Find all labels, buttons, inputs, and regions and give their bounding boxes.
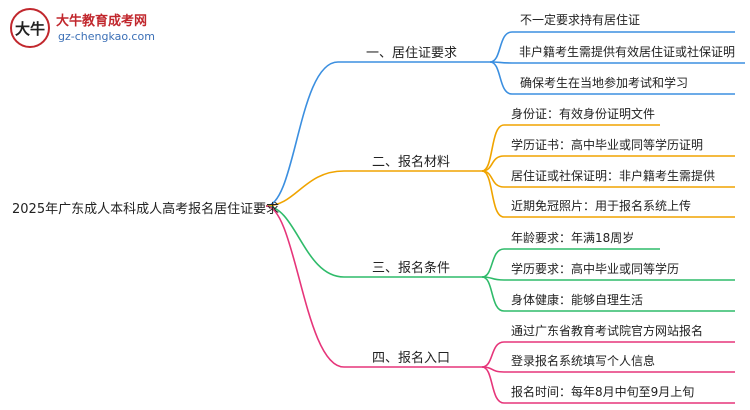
branch-4-leaf-3-connector [481, 366, 735, 404]
branch-4-label: 四、报名入口 [372, 351, 451, 366]
branch-2-label: 二、报名材料 [372, 155, 451, 170]
branch-2-leaf-1-connector [481, 124, 660, 172]
leaf-4-1: 通过广东省教育考试院官方网站报名 [511, 324, 704, 338]
leaf-2-4: 近期免冠照片：用于报名系统上传 [511, 199, 692, 213]
branch-3-label: 三、报名条件 [372, 261, 451, 276]
brand-name: 大牛教育成考网 [56, 14, 148, 29]
branch-2-leaf-2-connector [481, 155, 735, 172]
branch-1-leaf-2-connector [489, 61, 745, 64]
branch-1-label: 一、居住证要求 [366, 46, 458, 61]
leaf-3-1: 年龄要求：年满18周岁 [511, 231, 635, 245]
root-to-branch-1-connector [265, 61, 490, 207]
logo-icon: 大牛 [10, 8, 50, 48]
watermark-logo: 大牛 大牛教育成考网 gz-chengkao.com [8, 6, 178, 52]
root-to-branch-4-connector [265, 205, 482, 368]
brand-url: gz-chengkao.com [58, 30, 155, 43]
branch-1-leaf-3-connector [489, 61, 735, 95]
leaf-1-3: 确保考生在当地参加考试和学习 [520, 76, 689, 90]
root-topic: 2025年广东成人本科成人高考报名居住证要求 [12, 202, 280, 217]
branch-1-leaf-1-connector [489, 31, 735, 63]
leaf-2-3: 居住证或社保证明：非户籍考生需提供 [511, 169, 716, 183]
root-to-branch-2-connector [265, 170, 482, 207]
leaf-3-2: 学历要求：高中毕业或同等学历 [511, 262, 680, 276]
leaf-1-2: 非户籍考生需提供有效居住证或社保证明 [519, 45, 736, 59]
branch-2-leaf-4-connector [481, 170, 735, 218]
branch-3-leaf-1-connector [481, 248, 660, 278]
leaf-1-1: 不一定要求持有居住证 [520, 13, 641, 27]
leaf-4-2: 登录报名系统填写个人信息 [511, 354, 656, 368]
logo-text: 大牛 [15, 20, 45, 38]
root-to-branch-3-connector [265, 205, 482, 278]
leaf-4-3: 报名时间：每年8月中旬至9月上旬 [511, 385, 695, 399]
leaf-2-1: 身份证：有效身份证明文件 [511, 107, 656, 121]
branch-4-leaf-1-connector [481, 341, 735, 368]
leaf-2-2: 学历证书：高中毕业或同等学历证明 [511, 138, 704, 152]
leaf-3-3: 身体健康：能够自理生活 [511, 293, 644, 307]
branch-3-leaf-2-connector [481, 276, 735, 281]
branch-3-leaf-3-connector [481, 276, 735, 312]
